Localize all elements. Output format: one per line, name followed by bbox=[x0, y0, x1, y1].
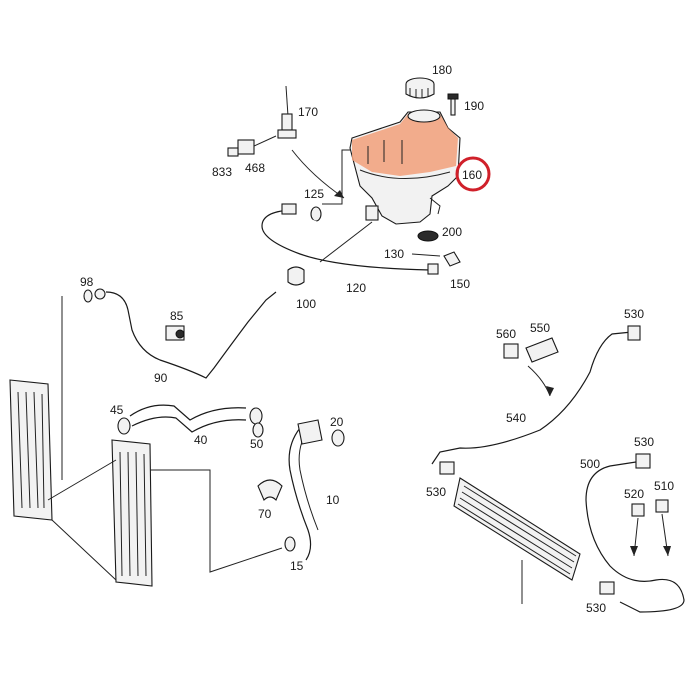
intercooler[interactable] bbox=[453, 477, 581, 581]
filler-cap[interactable] bbox=[405, 77, 435, 99]
clamp-100[interactable] bbox=[287, 266, 305, 286]
part-label-530-left: 530 bbox=[426, 485, 446, 499]
part-label-170: 170 bbox=[298, 105, 318, 119]
part-label-530-top: 530 bbox=[624, 307, 644, 321]
hose-10[interactable] bbox=[288, 427, 312, 561]
oring-125[interactable] bbox=[310, 206, 322, 222]
part-label-120: 120 bbox=[346, 281, 366, 295]
part-label-20: 20 bbox=[330, 415, 344, 429]
part-label-15: 15 bbox=[290, 559, 304, 573]
part-label-833: 833 bbox=[212, 165, 232, 179]
part-label-90: 90 bbox=[154, 371, 168, 385]
part-label-200: 200 bbox=[442, 225, 462, 239]
part-label-468: 468 bbox=[245, 161, 265, 175]
part-label-560: 560 bbox=[496, 327, 516, 341]
clip-560[interactable] bbox=[503, 343, 519, 359]
part-label-85: 85 bbox=[170, 309, 184, 323]
part-label-540: 540 bbox=[506, 411, 526, 425]
clip-70[interactable] bbox=[257, 479, 283, 501]
part-label-510: 510 bbox=[654, 479, 674, 493]
clamp-150[interactable] bbox=[443, 251, 461, 267]
part-label-150: 150 bbox=[450, 277, 470, 291]
hose-500[interactable] bbox=[585, 461, 685, 613]
clamp-530-top[interactable] bbox=[627, 325, 641, 341]
clamp-530-bottom[interactable] bbox=[599, 581, 615, 595]
part-label-40: 40 bbox=[194, 433, 208, 447]
hose-40[interactable] bbox=[129, 404, 247, 421]
part-label-550: 550 bbox=[530, 321, 550, 335]
clip-85[interactable] bbox=[165, 325, 185, 341]
part-label-50: 50 bbox=[250, 437, 264, 451]
hose-40-inner[interactable] bbox=[131, 416, 247, 433]
part-label-130: 130 bbox=[384, 247, 404, 261]
hose-90[interactable] bbox=[105, 291, 277, 379]
hose-540[interactable] bbox=[431, 331, 633, 465]
tank-highlight bbox=[352, 114, 458, 176]
part-label-180: 180 bbox=[432, 63, 452, 77]
radiator[interactable] bbox=[9, 379, 153, 587]
clamp-510[interactable] bbox=[655, 499, 669, 513]
bracket-550[interactable] bbox=[525, 337, 559, 363]
part-label-500: 500 bbox=[580, 457, 600, 471]
clamp-530-left[interactable] bbox=[439, 461, 455, 475]
clamp-530-right[interactable] bbox=[635, 453, 651, 469]
part-label-125: 125 bbox=[304, 187, 324, 201]
part-label-98: 98 bbox=[80, 275, 94, 289]
part-label-190: 190 bbox=[464, 99, 484, 113]
clamp-520[interactable] bbox=[631, 503, 645, 517]
part-label-45: 45 bbox=[110, 403, 124, 417]
part-label-100: 100 bbox=[296, 297, 316, 311]
part-label-520: 520 bbox=[624, 487, 644, 501]
part-label-160: 160 bbox=[462, 168, 482, 182]
part-label-530-right: 530 bbox=[634, 435, 654, 449]
part-label-10: 10 bbox=[326, 493, 340, 507]
connector[interactable] bbox=[227, 135, 277, 157]
vent-hose-120[interactable] bbox=[261, 209, 431, 271]
grommet-200[interactable] bbox=[417, 230, 439, 242]
level-sensor[interactable] bbox=[277, 85, 297, 139]
expansion-tank[interactable] bbox=[349, 109, 461, 225]
part-label-530-bottom: 530 bbox=[586, 601, 606, 615]
part-label-70: 70 bbox=[258, 507, 272, 521]
screw[interactable] bbox=[447, 93, 459, 116]
part-160-highlight-circle bbox=[455, 156, 491, 192]
